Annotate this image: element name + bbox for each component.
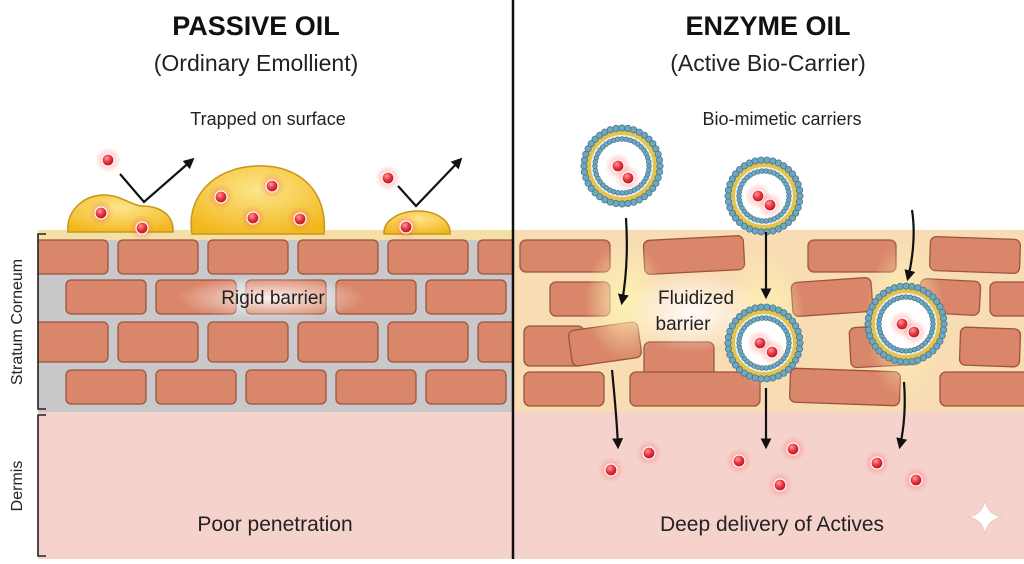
corneocyte-brick [477, 239, 512, 275]
corneocyte-brick [297, 239, 379, 275]
corneocyte-brick [387, 239, 469, 275]
active-particle [767, 472, 793, 498]
trapped-caption: Trapped on surface [190, 109, 345, 129]
corneocyte-brick [117, 321, 199, 363]
oil-droplet-1 [67, 194, 174, 233]
active-particle [759, 339, 785, 365]
active-particle [615, 165, 641, 191]
fluidized-label-line2: barrier [656, 314, 712, 335]
active-particle [864, 450, 890, 476]
active-particle [780, 436, 806, 462]
corneocyte-brick [38, 321, 109, 363]
left-brick-layer [38, 239, 512, 405]
corneocyte-brick [155, 369, 237, 405]
corneocyte-brick [477, 321, 512, 363]
reflect-arrow-icon [119, 157, 463, 208]
corneocyte-brick [387, 321, 469, 363]
active-particle [375, 165, 401, 191]
active-particle [259, 173, 285, 199]
carriers-caption: Bio-mimetic carriers [702, 109, 861, 129]
dermis-label: Dermis [9, 461, 26, 512]
corneocyte-brick [297, 321, 379, 363]
down-arrow-icon [610, 209, 916, 450]
active-particle [393, 214, 419, 240]
active-particle [636, 440, 662, 466]
active-particle [598, 457, 624, 483]
active-particle [240, 205, 266, 231]
deep-delivery-caption: Deep delivery of Actives [660, 513, 884, 536]
corneocyte-brick [65, 279, 147, 315]
corneocyte-brick [207, 321, 289, 363]
active-particle [129, 215, 155, 241]
corneocyte-brick [207, 239, 289, 275]
corneocyte-brick [335, 369, 417, 405]
left-title: PASSIVE OIL [172, 11, 340, 41]
active-particle [88, 200, 114, 226]
sparkle-icon [967, 499, 1003, 535]
corneocyte-brick [425, 279, 507, 315]
active-particle [903, 467, 929, 493]
corneocyte-brick [38, 239, 109, 275]
corneocyte-brick [928, 235, 1022, 275]
dermis-layer [38, 412, 1024, 559]
active-particle [757, 192, 783, 218]
active-particle [287, 206, 313, 232]
stratum-corneum-label: Stratum Corneum [9, 259, 26, 385]
corneocyte-brick [629, 371, 761, 407]
corneocyte-brick [117, 239, 199, 275]
layer-brackets [37, 233, 46, 557]
active-particle [901, 319, 927, 345]
fluidized-label-line1: Fluidized [658, 288, 734, 309]
poor-penetration-caption: Poor penetration [197, 513, 352, 536]
corneocyte-brick [245, 369, 327, 405]
active-particle [95, 147, 121, 173]
right-title: ENZYME OIL [685, 11, 850, 41]
active-particles [88, 147, 929, 498]
rigid-barrier-label: Rigid barrier [221, 288, 325, 309]
corneocyte-brick [523, 371, 605, 407]
corneocyte-brick [989, 281, 1024, 317]
surface-oil-film [38, 230, 512, 240]
corneocyte-brick [425, 369, 507, 405]
right-subtitle: (Active Bio-Carrier) [670, 50, 866, 76]
active-particle [726, 448, 752, 474]
corneocyte-brick [939, 371, 1024, 407]
corneocyte-brick [958, 326, 1022, 368]
left-subtitle: (Ordinary Emollient) [154, 50, 359, 76]
active-particle [208, 184, 234, 210]
corneocyte-brick [65, 369, 147, 405]
